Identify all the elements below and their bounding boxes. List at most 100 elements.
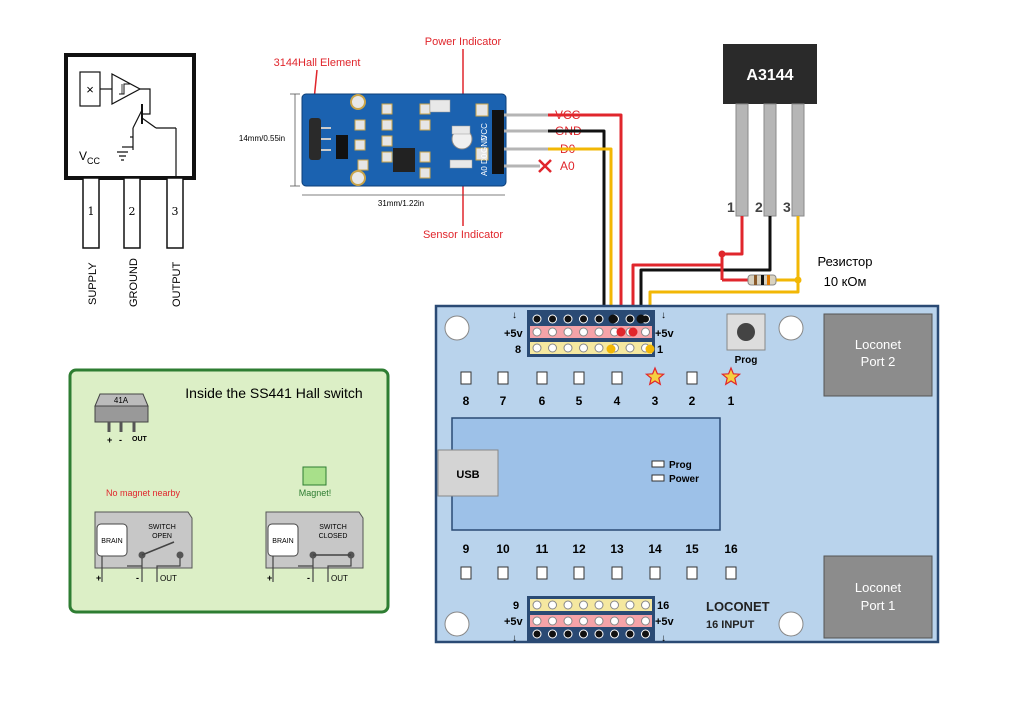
input-number: 13: [610, 542, 624, 556]
input-number: 12: [572, 542, 586, 556]
switch-open-line1: SWITCH: [148, 524, 176, 531]
header-pin: [579, 343, 588, 353]
switch-closed-line1: SWITCH: [319, 524, 347, 531]
input-indicator: [536, 371, 548, 385]
top-plus5-right: +5v: [655, 328, 675, 340]
header-pin: [610, 600, 619, 610]
header-pin: [641, 629, 650, 639]
loconet-board: Loconet Port 2 Loconet Port 1 ↓ ↓ +5v +5…: [434, 304, 940, 644]
wired-pin: [606, 344, 616, 354]
port1-line2: Port 1: [861, 598, 896, 613]
header-pin: [625, 616, 635, 626]
header-pin: [532, 314, 542, 324]
wired-pin: [608, 314, 618, 324]
board-pin-a0: A0: [480, 166, 489, 176]
wired-pin: [616, 327, 626, 337]
header-pin: [548, 327, 557, 337]
hall-module: 3144Hall Element Power Indicator Sensor …: [239, 36, 582, 241]
pin-2-number: 2: [129, 205, 136, 218]
usb-port[interactable]: [437, 449, 499, 497]
bottom-plus5-left: +5v: [504, 616, 524, 628]
a3144-body: [723, 44, 817, 104]
module-hall-element: [309, 118, 321, 160]
brain-label-closed: BRAIN: [272, 538, 293, 545]
loconet-port-1[interactable]: [823, 555, 933, 639]
header-pin: [548, 600, 557, 610]
header-pin: [594, 629, 604, 639]
prog-led: [651, 460, 665, 468]
a0-not-connected-icon: [538, 159, 552, 173]
loconet-port-2[interactable]: [823, 313, 933, 397]
input-indicator: [686, 371, 698, 385]
resistor-label-line1: Резистор: [817, 254, 872, 269]
input-number: 8: [463, 394, 470, 408]
header-pin: [579, 629, 588, 639]
header-pin: [548, 629, 557, 639]
ss441-panel: Inside the SS441 Hall switch 41A + - OUT…: [68, 368, 390, 614]
switch-open-line2: OPEN: [152, 533, 172, 540]
width-dimension: 31mm/1.22in: [378, 199, 424, 208]
input-indicator: [536, 566, 548, 580]
ss441-chip-pin-plus: +: [107, 435, 112, 445]
mount-hole: [444, 315, 470, 341]
sensor-indicator-callout: Sensor Indicator: [423, 229, 503, 241]
header-pin: [610, 616, 619, 626]
port1-line1: Loconet: [855, 580, 902, 595]
header-pin: [548, 314, 557, 324]
ss441-chip-pin-out: OUT: [132, 436, 148, 443]
input-indicator: [725, 566, 737, 580]
prog-button-label: Prog: [735, 355, 758, 366]
open-pin-minus: -: [136, 573, 139, 583]
input-number: 14: [648, 542, 662, 556]
header-pin: [610, 629, 619, 639]
wire-module-vcc: [548, 113, 623, 332]
header-pin: [563, 629, 573, 639]
header-pin: [594, 327, 604, 337]
header-pin: [548, 343, 557, 353]
height-dimension: 14mm/0.55in: [239, 134, 285, 143]
hall-element-callout: 3144Hall Element: [274, 57, 361, 69]
mount-hole: [778, 315, 804, 341]
magnet-indicator: [302, 466, 327, 486]
header-pin: [563, 343, 573, 353]
svg-text:↓: ↓: [661, 633, 666, 644]
wired-pin: [645, 344, 655, 354]
input-number: 7: [500, 394, 507, 408]
vcc-label: VCC: [79, 149, 101, 166]
header-pin: [532, 629, 542, 639]
brain-label-open: BRAIN: [101, 538, 122, 545]
header-pin: [563, 314, 573, 324]
closed-pin-plus: +: [267, 573, 272, 583]
input-number: 1: [728, 394, 735, 408]
header-pin: [594, 600, 604, 610]
header-pin: [548, 616, 557, 626]
input-number: 16: [724, 542, 738, 556]
input-indicator: [573, 566, 585, 580]
a3144-sensor: A3144 1 2 3 Резистор 10 кОм: [723, 44, 873, 289]
resistor-label-line2: 10 кОм: [824, 274, 867, 289]
header-pin: [625, 629, 635, 639]
active-input-star-icon: [644, 366, 666, 386]
input-number: 6: [539, 394, 546, 408]
comparator-triangle: [111, 72, 142, 106]
header-a0-label: A0: [560, 159, 575, 173]
board-pin-d0: D0: [480, 153, 489, 164]
input-number: 3: [652, 394, 659, 408]
header-pin: [625, 343, 635, 353]
bottom-left-num: 9: [513, 600, 519, 612]
power-led: [451, 125, 471, 135]
input-indicator: [573, 371, 585, 385]
header-pin: [641, 600, 650, 610]
pin-3: [166, 177, 184, 249]
header-pin: [625, 314, 635, 324]
port2-line2: Port 2: [861, 354, 896, 369]
header-pin: [563, 327, 573, 337]
header-pin: [532, 616, 542, 626]
top-plus5-left: +5v: [504, 328, 524, 340]
wires: [548, 113, 800, 349]
port2-line1: Loconet: [855, 337, 902, 352]
a3144-pin-2: 2: [755, 199, 763, 215]
no-magnet-label: No magnet nearby: [106, 488, 181, 498]
mount-hole: [444, 611, 470, 637]
